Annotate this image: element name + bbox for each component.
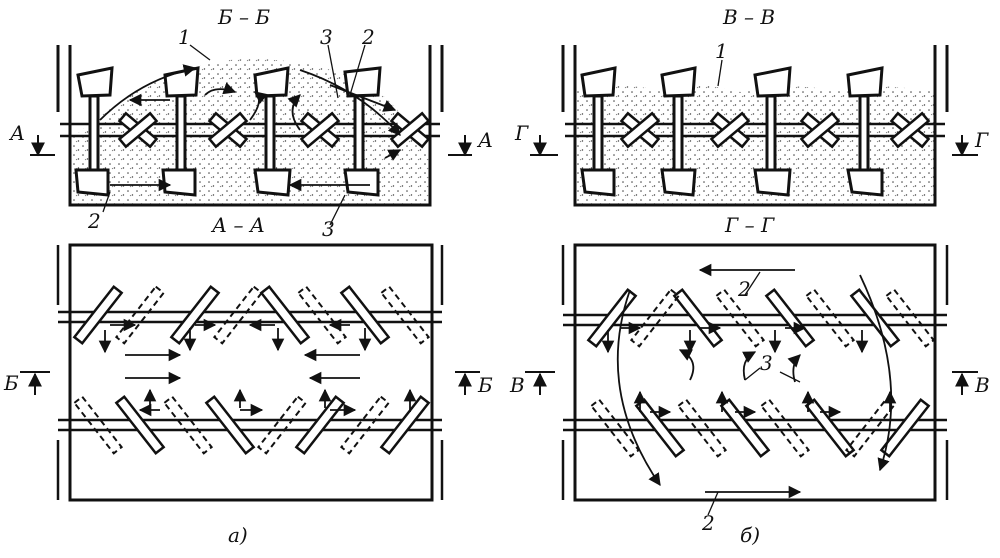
cut-label-right: Г — [974, 128, 989, 152]
panel-a-plan-view: Б Б — [3, 243, 493, 502]
callout-3: 3 — [760, 351, 773, 375]
callout-2-bottom: 2 — [701, 511, 715, 535]
material-mound — [70, 59, 430, 205]
callout-1: 1 — [178, 25, 191, 49]
section-title-top: В – В — [722, 5, 775, 29]
section-title-top: Б – Б — [217, 5, 270, 29]
caption-a: а) — [228, 523, 248, 547]
cross-paddles — [117, 111, 431, 149]
panel-b: Г Г В – В 1 Г – Г — [509, 5, 990, 547]
callout-1: 1 — [715, 39, 728, 63]
panel-b-plan-view: 2 3 2 В В — [509, 243, 990, 535]
section-title-bottom: Г – Г — [724, 213, 775, 237]
flow-arrows — [99, 64, 402, 192]
callout-2-bottom: 2 — [87, 209, 101, 233]
side-label-right: Б — [477, 373, 493, 397]
callout-3: 3 — [320, 25, 333, 49]
caption-b: б) — [740, 523, 760, 547]
cut-label-left: А — [8, 121, 25, 145]
side-label-right: В — [974, 373, 990, 397]
cut-label-left: Г — [514, 121, 529, 145]
panel-a: А А Б – Б 1 3 2 2 3 А – А — [3, 5, 493, 547]
cut-label-right: А — [476, 128, 493, 152]
panel-b-section-view: Г Г В – В 1 — [514, 5, 989, 207]
section-title-bottom: А – А — [210, 213, 265, 237]
side-label-left: В — [509, 373, 525, 397]
callout-2: 2 — [361, 25, 375, 49]
panel-a-section-view: А А Б – Б 1 3 2 2 3 — [8, 5, 493, 241]
callout-3-bottom: 3 — [322, 217, 335, 241]
side-label-left: Б — [3, 371, 19, 395]
cut-markers-a — [30, 135, 472, 157]
callout-2-top: 2 — [737, 277, 751, 301]
